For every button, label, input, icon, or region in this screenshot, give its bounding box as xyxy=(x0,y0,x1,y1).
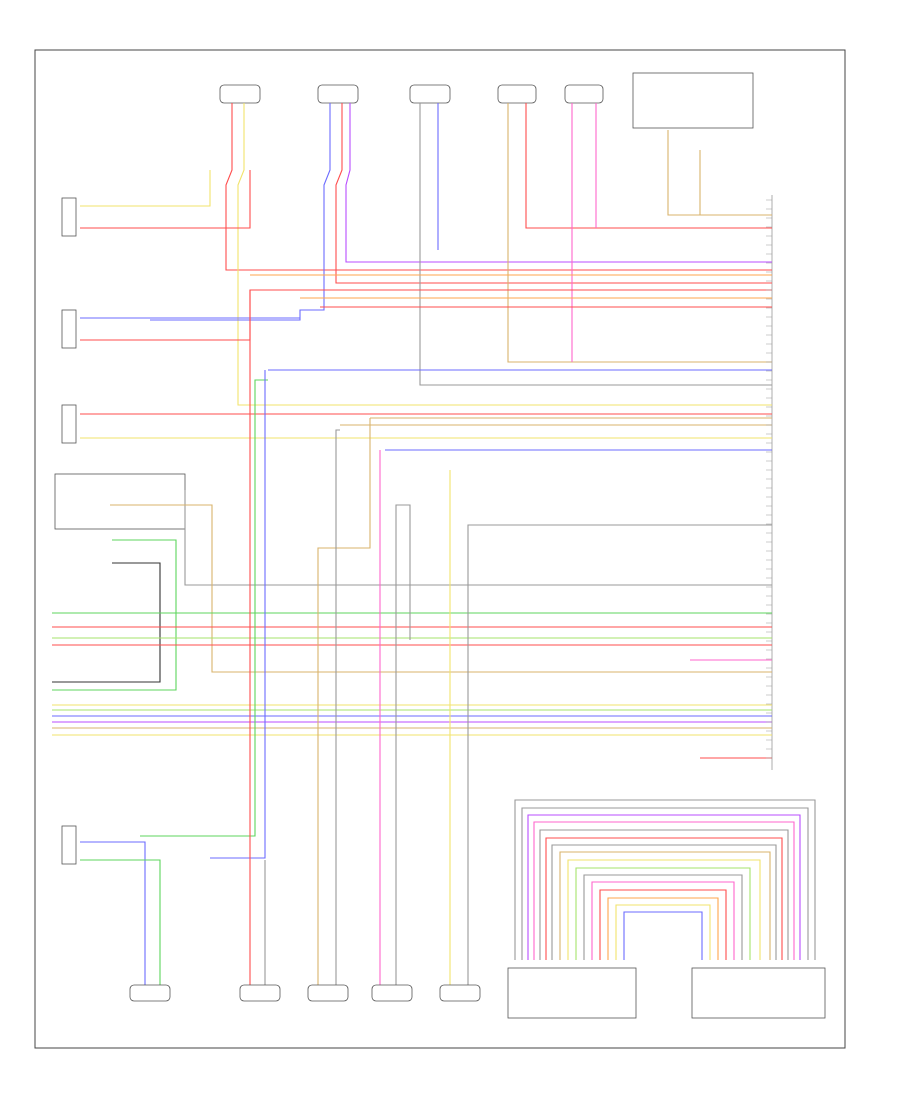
wire-violet-4 xyxy=(345,103,772,263)
wire-green-26 xyxy=(52,539,177,691)
wire-yellow-62 xyxy=(567,859,761,960)
wire-green-44 xyxy=(140,379,268,837)
wire-gray-53 xyxy=(467,524,772,985)
wire-gray-54 xyxy=(514,799,816,960)
wire-gray-28 xyxy=(184,490,772,586)
top-right-fuse-box xyxy=(632,72,754,129)
lf-door-box xyxy=(61,309,77,349)
left-components xyxy=(54,197,186,865)
wire-red-8 xyxy=(525,103,772,229)
diagram-frame xyxy=(34,49,846,1049)
wire-green-43 xyxy=(80,859,161,985)
wire-gray-58 xyxy=(539,829,789,960)
wire-red-59 xyxy=(545,837,783,960)
wire-pink-57 xyxy=(533,821,795,960)
wire-tan-48 xyxy=(317,418,371,985)
wire-blue-2 xyxy=(150,103,331,321)
wire-yellow-13 xyxy=(80,170,211,207)
wire-lightgreen-63 xyxy=(575,867,751,960)
wire-violet-56 xyxy=(527,814,801,960)
wire-red-66 xyxy=(599,889,727,960)
wire-gray-5 xyxy=(419,103,772,386)
wire-tan-61 xyxy=(559,851,771,960)
wire-dark-27 xyxy=(52,562,161,683)
wire-gray-64 xyxy=(583,874,743,960)
rr-midrange-box xyxy=(307,984,349,1002)
wire-yellow-68 xyxy=(615,904,711,960)
center-box xyxy=(409,84,451,104)
wire-blue-42 xyxy=(80,841,146,985)
lr-tweeter-a-box xyxy=(497,84,537,104)
wire-orange-67 xyxy=(607,897,719,960)
wire-blue-45 xyxy=(210,370,266,859)
wire-tan-29 xyxy=(110,504,772,673)
wire-yellow-1 xyxy=(237,103,772,406)
rr-speaker-box xyxy=(129,984,171,1002)
wire-harness xyxy=(52,103,816,985)
lr-tweeter-b-box xyxy=(564,84,604,104)
lr-midrange-box xyxy=(371,984,413,1002)
wire-gray-49 xyxy=(335,429,340,985)
wire-red-0 xyxy=(225,103,772,271)
wire-red-14 xyxy=(80,170,251,229)
lf-tweeter-box xyxy=(317,84,359,104)
bottom-right-box xyxy=(691,967,826,1019)
bottom-components xyxy=(129,967,826,1019)
wire-gray-51 xyxy=(395,504,411,985)
wire-tan-7 xyxy=(507,103,772,363)
top-components xyxy=(219,72,754,129)
rf-tweeter-box xyxy=(219,84,261,104)
bottom-module-box xyxy=(507,967,637,1019)
wire-red-3 xyxy=(335,103,772,284)
lr-speaker-box xyxy=(239,984,281,1002)
wire-pink-65 xyxy=(591,881,735,960)
lf-mid-box xyxy=(61,404,77,444)
wire-blue-69 xyxy=(623,911,703,960)
wire-gray-55 xyxy=(521,807,809,960)
sensor-box xyxy=(54,473,186,530)
subwoofer-box xyxy=(439,984,481,1002)
wire-tan-11 xyxy=(667,130,772,216)
wire-gray-60 xyxy=(551,844,777,960)
rf-door-box xyxy=(61,197,77,237)
rr-door-box xyxy=(61,825,77,865)
